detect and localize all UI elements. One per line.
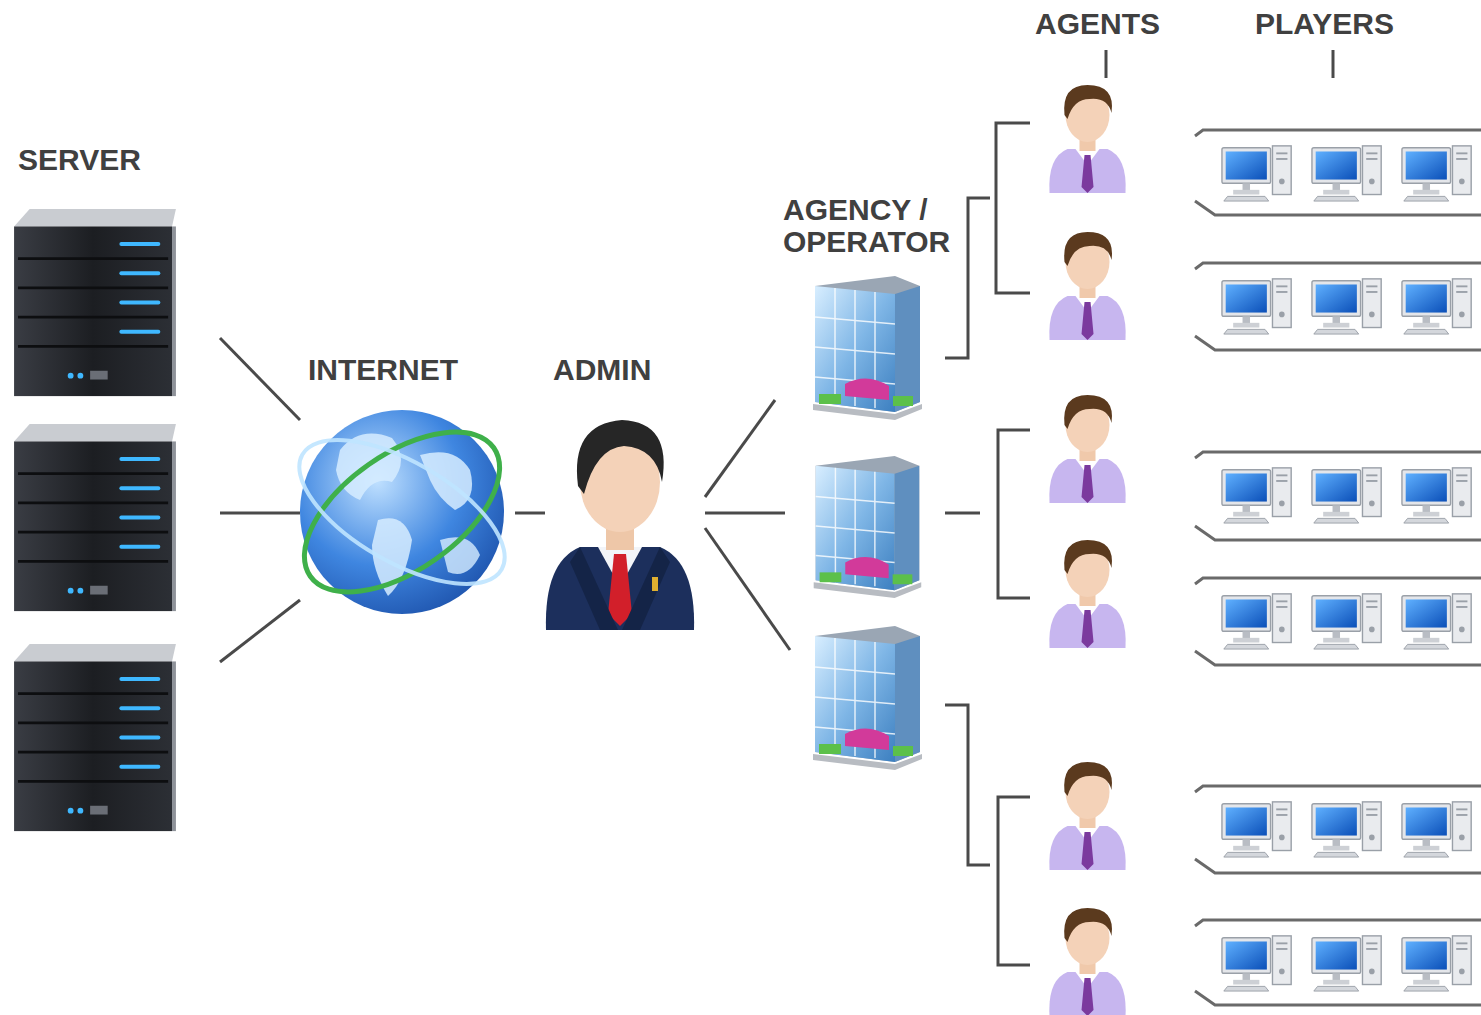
node-label: SERVER	[18, 144, 212, 176]
player-computer	[1312, 279, 1381, 334]
player-row	[1195, 786, 1481, 873]
player-computer	[1222, 279, 1291, 334]
servers	[14, 209, 176, 831]
buildings	[813, 276, 922, 770]
player-row	[1195, 578, 1481, 665]
connector-line	[220, 512, 300, 515]
node-label: INTERNET	[308, 354, 507, 386]
player-computer	[1312, 594, 1381, 649]
icon-node: SERVER	[10, 140, 220, 840]
node-label: AGENCY / OPERATOR	[783, 194, 952, 257]
player-computer	[1402, 468, 1471, 523]
icon-node: AGENCY / OPERATOR	[775, 190, 960, 425]
connector-line	[705, 400, 775, 497]
connector-line	[515, 512, 545, 515]
agents	[1049, 85, 1125, 1015]
brackets	[705, 50, 1333, 965]
player-row	[1195, 263, 1481, 350]
player-computer	[1402, 146, 1471, 201]
player-computer	[1402, 936, 1471, 991]
player-row	[1195, 130, 1481, 215]
globe	[277, 400, 527, 624]
player-computer	[1402, 279, 1471, 334]
icon-node: ADMIN	[545, 350, 705, 635]
player-rows	[1195, 130, 1481, 1005]
player-computer	[1222, 594, 1291, 649]
agent-figure	[1049, 540, 1125, 648]
player-computer	[1222, 936, 1291, 991]
player-computer	[1402, 802, 1471, 857]
agent-figure	[1049, 762, 1125, 870]
column-heading-text: PLAYERS	[1255, 8, 1394, 40]
admin-figure	[546, 420, 694, 630]
player-computer	[1402, 594, 1471, 649]
player-computer	[1222, 146, 1291, 201]
player-computer	[1312, 802, 1381, 857]
agent-figure	[1049, 908, 1125, 1015]
player-row	[1195, 920, 1481, 1005]
connector-line	[220, 338, 300, 420]
player-row	[1195, 452, 1481, 540]
agent-figure	[1049, 395, 1125, 503]
column-heading-text: AGENTS	[1035, 8, 1160, 40]
connector-line	[220, 600, 300, 662]
player-computer	[1312, 146, 1381, 201]
player-computer	[1222, 802, 1291, 857]
agent-figure	[1049, 85, 1125, 193]
player-computer	[1222, 468, 1291, 523]
column-heading: PLAYERS	[1251, 6, 1398, 42]
node-label: ADMIN	[553, 354, 697, 386]
agent-figure	[1049, 232, 1125, 340]
player-computer	[1312, 468, 1381, 523]
player-computer	[1312, 936, 1381, 991]
icon-node: INTERNET	[300, 350, 515, 630]
column-heading: AGENTS	[1031, 6, 1164, 42]
